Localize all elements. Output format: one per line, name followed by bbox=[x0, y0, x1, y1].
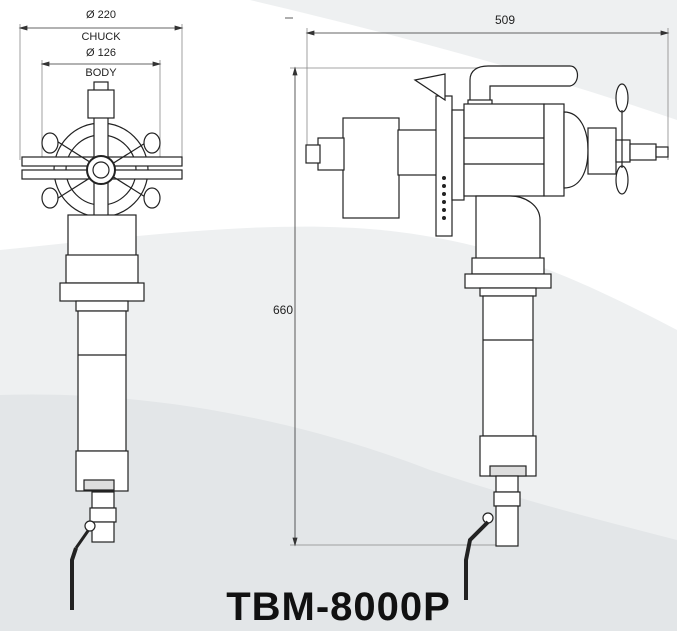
length-dimension-text: 509 bbox=[495, 13, 515, 27]
chuck-diameter-text: Ø 220 bbox=[86, 9, 116, 21]
side-neck bbox=[464, 195, 552, 297]
front-view bbox=[18, 24, 184, 610]
length-dimension-line bbox=[285, 17, 670, 160]
height-dimension-line bbox=[290, 66, 500, 547]
height-dimension-text: 660 bbox=[273, 303, 293, 317]
side-valve bbox=[464, 475, 521, 600]
chuck-dimension-line bbox=[18, 24, 184, 160]
body-label-text: BODY bbox=[85, 67, 117, 79]
side-housing bbox=[451, 83, 669, 201]
side-cutter bbox=[305, 73, 453, 237]
front-body bbox=[59, 214, 145, 492]
front-valve bbox=[70, 491, 117, 610]
model-name: TBM-8000P bbox=[226, 585, 451, 629]
side-view bbox=[285, 17, 670, 600]
body-diameter-text: Ø 126 bbox=[86, 47, 116, 59]
chuck-label-text: CHUCK bbox=[81, 31, 121, 43]
side-motor bbox=[479, 295, 537, 477]
